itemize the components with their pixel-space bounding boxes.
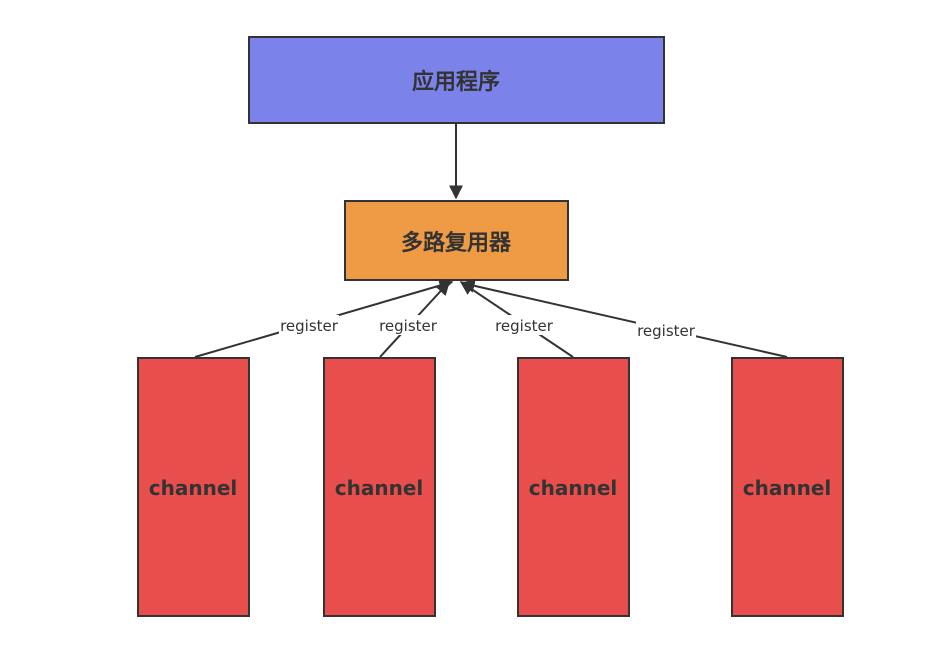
- channel-label-1: channel: [149, 476, 238, 500]
- edge-label-bg-4: [636, 320, 696, 340]
- app-label: 应用程序: [412, 69, 500, 95]
- channel-box-2: [323, 357, 436, 617]
- app-box: [248, 36, 665, 124]
- channel-label-3: channel: [529, 476, 618, 500]
- register-label-1: register: [280, 317, 339, 335]
- edge-label-bg-2: [378, 315, 438, 335]
- register-label-3: register: [495, 317, 554, 335]
- channel-box-4: [731, 357, 844, 617]
- channel-box-3: [517, 357, 630, 617]
- channel-box-1: [137, 357, 250, 617]
- edge-label-bg-3: [494, 315, 554, 335]
- mux-label: 多路复用器: [401, 230, 512, 256]
- register-edge-4: [460, 278, 788, 358]
- channel-label-4: channel: [743, 476, 832, 500]
- channel-label-2: channel: [335, 476, 424, 500]
- register-label-4: register: [637, 322, 696, 340]
- register-label-2: register: [379, 317, 438, 335]
- mux-box: [344, 200, 569, 281]
- edge-label-bg-1: [279, 315, 339, 335]
